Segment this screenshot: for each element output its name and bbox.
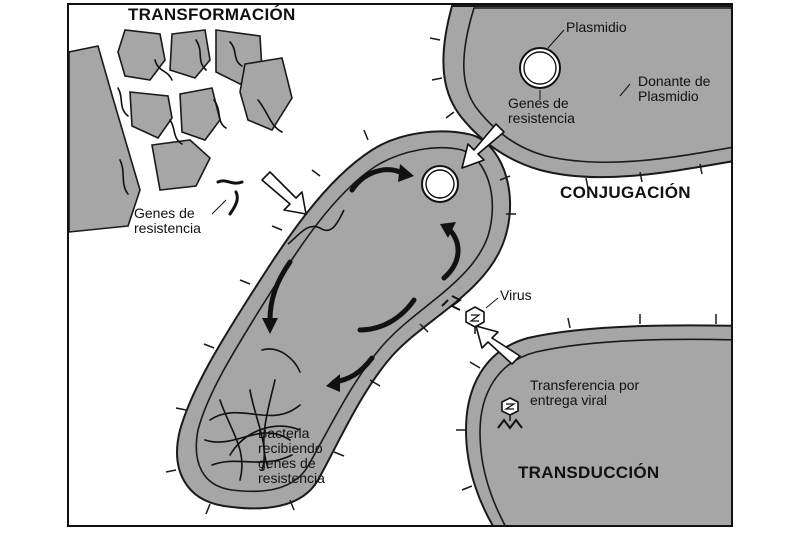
heading-transduction: TRANSDUCCIÓN	[518, 463, 659, 482]
virus-leader	[485, 297, 499, 309]
heading-transformation: TRANSFORMACIÓN	[128, 5, 296, 24]
transduction-bacterium	[456, 314, 731, 525]
debris-fragment	[169, 29, 211, 79]
chromosome-dna-tangle	[204, 348, 301, 481]
donor-plasmid	[519, 47, 561, 89]
free-genes-leader	[211, 199, 227, 215]
donor-bacterium	[429, 5, 731, 189]
plasmid-label: Plasmidio	[566, 19, 627, 35]
viral-transfer-label: Transferencia por entrega viral	[530, 377, 643, 408]
transduction-arrow	[475, 325, 521, 365]
recipient-bacterium-label: Bacteria recibiendo genes de resistencia	[258, 425, 327, 486]
debris-fragment	[117, 29, 166, 81]
free-resistance-genes-label: Genes de resistencia	[134, 205, 201, 236]
debris-fragment	[129, 91, 173, 140]
plasmid-leader	[547, 29, 565, 49]
cycle-arrowheads	[262, 164, 456, 392]
debris-fragment	[151, 139, 211, 191]
transfer-arrows	[261, 123, 521, 365]
cycle-arrows	[267, 167, 461, 385]
conjugation-arrow	[461, 123, 505, 169]
recipient-bacterium	[165, 129, 516, 515]
plasmid-donor-leader	[619, 83, 631, 97]
received-plasmid	[421, 165, 459, 203]
plasmid-donor-label: Donante de Plasmidio	[638, 73, 714, 104]
debris-fragment	[179, 87, 221, 141]
free-resistance-gene-strands	[216, 179, 244, 216]
debris-fragment	[69, 45, 141, 233]
virus-attached	[441, 295, 462, 311]
debris-dna-strands	[117, 39, 283, 195]
debris-fragment	[239, 57, 293, 131]
virus-particle	[465, 306, 485, 334]
transformed-gene-strand	[287, 209, 345, 245]
virus-in-transduction-cell	[497, 397, 523, 430]
lysed-cell-debris	[69, 29, 293, 233]
transformation-arrow	[261, 171, 307, 215]
virus-label: Virus	[500, 287, 532, 303]
heading-conjugation: CONJUGACIÓN	[560, 183, 691, 202]
donor-resistance-genes-label: Genes de resistencia	[508, 95, 575, 126]
